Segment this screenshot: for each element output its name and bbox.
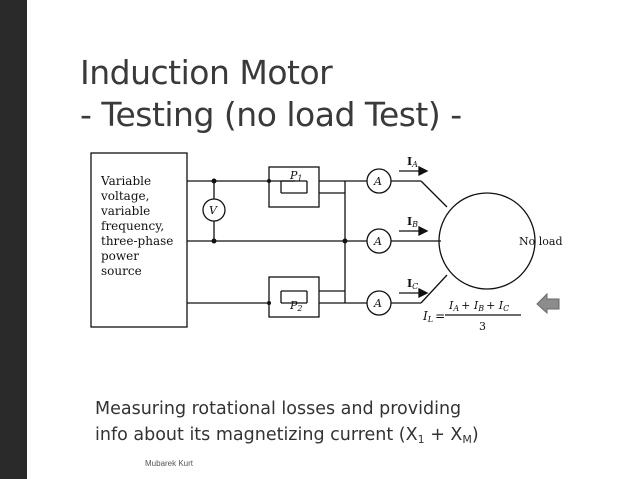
source-label-3: frequency, xyxy=(101,219,164,233)
slide-title: Induction Motor - Testing (no load Test)… xyxy=(80,52,462,136)
ammeter-a-label: A xyxy=(373,175,382,188)
formula-lhs: IL= xyxy=(422,309,445,324)
caption-line-1: Measuring rotational losses and providin… xyxy=(95,399,462,419)
ammeter-c-label: A xyxy=(373,297,382,310)
wattmeter-p1-box xyxy=(268,166,320,208)
ammeter-b-label: A xyxy=(373,235,382,248)
current-a-label: IA xyxy=(407,155,418,169)
formula-numerator: IA+ IB+ IC xyxy=(448,299,509,313)
source-label-4: three-phase xyxy=(101,234,173,248)
source-label-1: voltage, xyxy=(100,189,149,203)
ammeter-c xyxy=(366,290,392,316)
formula-denominator: 3 xyxy=(479,320,486,333)
ammeter-b xyxy=(366,228,392,254)
power-source-box xyxy=(90,152,188,328)
voltmeter-label: V xyxy=(209,204,218,217)
sidebar-accent-bar xyxy=(0,0,27,479)
back-arrow-icon[interactable] xyxy=(535,292,561,314)
source-label-6: source xyxy=(101,264,142,278)
title-line-1: Induction Motor xyxy=(80,53,333,92)
footer-author: Mubarek Kurt xyxy=(145,459,194,468)
induction-motor xyxy=(438,192,536,290)
wattmeter-p2-box xyxy=(268,276,320,318)
wattmeter-p2-label: P2 xyxy=(289,299,303,313)
slide-caption: Measuring rotational losses and providin… xyxy=(95,396,479,453)
source-label-2: variable xyxy=(100,204,150,218)
circuit-diagram: Variable voltage, variable frequency, th… xyxy=(69,137,575,343)
source-label-5: power xyxy=(101,249,139,263)
wattmeter-p1-label: P1 xyxy=(289,169,303,183)
current-b-label: IB xyxy=(407,215,418,229)
current-c-label: IC xyxy=(407,277,418,291)
ammeter-a xyxy=(366,168,392,194)
voltmeter xyxy=(202,198,226,222)
caption-line-2: info about its magnetizing current (X1 +… xyxy=(95,425,479,446)
source-label-0: Variable xyxy=(100,174,151,188)
circuit-diagram-svg: Variable voltage, variable frequency, th… xyxy=(90,152,562,333)
motor-label: No load xyxy=(519,235,562,248)
title-line-2: - Testing (no load Test) - xyxy=(80,95,462,134)
